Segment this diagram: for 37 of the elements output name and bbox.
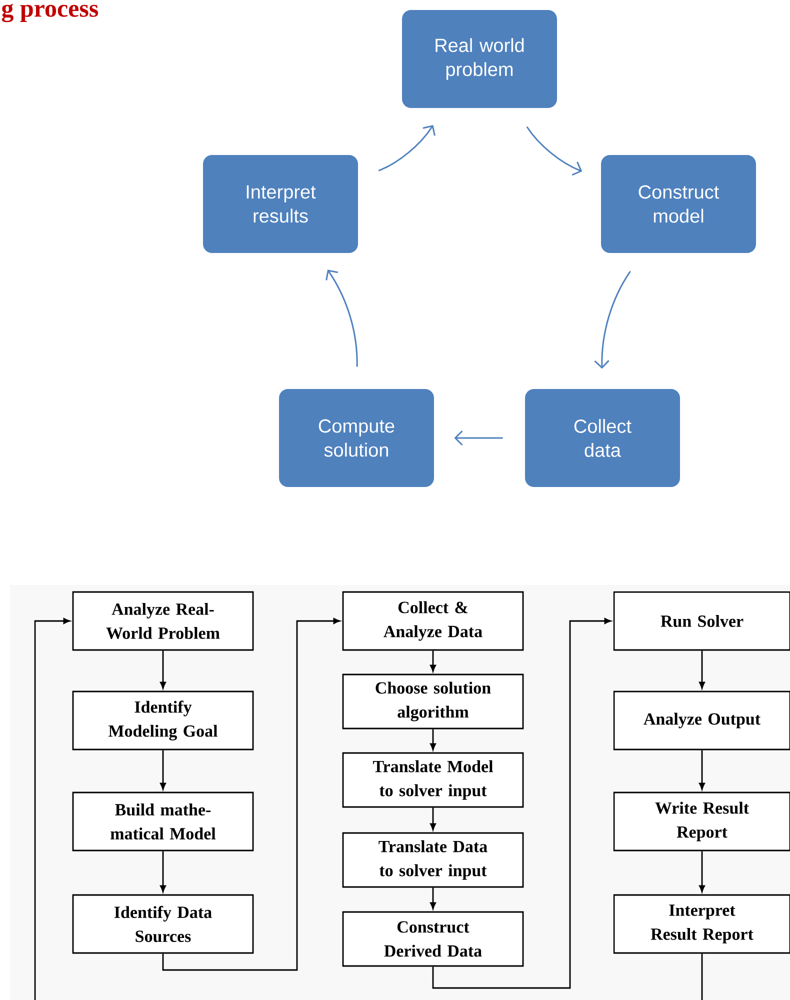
process-box: Write Result Report: [613, 792, 790, 852]
process-box: Run Solver: [613, 591, 790, 651]
arrow: [34, 618, 70, 1000]
arrow: [432, 618, 612, 989]
process-box: Analyze Real- World Problem: [72, 591, 254, 651]
arrow: [162, 618, 340, 971]
arrow: [430, 808, 436, 830]
process-box: Collect & Analyze Data: [342, 591, 524, 651]
arrow: [160, 650, 166, 689]
process-box: Construct model: [601, 155, 756, 253]
process-box: Identify Modeling Goal: [72, 690, 254, 750]
process-box: Interpret results: [203, 155, 358, 253]
arrow: [699, 750, 705, 790]
arrow: [526, 126, 582, 176]
arrow: [594, 270, 631, 369]
process-box: Translate Data to solver input: [342, 832, 524, 888]
arrow: [430, 888, 436, 910]
process-box: Analyze Output: [613, 690, 790, 750]
process-box: Build mathe- matical Model: [72, 792, 254, 852]
arrow: [454, 430, 503, 446]
process-box: Identify Data Sources: [72, 894, 254, 954]
title: g process: [2, 4, 98, 22]
arrow: [160, 851, 166, 892]
arrow: [430, 650, 436, 672]
process-box: Translate Model to solver input: [342, 752, 524, 808]
process-box: Construct Derived Data: [342, 911, 524, 967]
arrow: [699, 650, 705, 689]
process-box: Compute solution: [279, 389, 434, 487]
arrow: [699, 851, 705, 892]
process-box: Interpret Result Report: [613, 894, 790, 954]
process-box: Choose solution algorithm: [342, 674, 524, 730]
process-box: Collect data: [525, 389, 680, 487]
arrow: [378, 125, 436, 172]
arrow: [160, 750, 166, 790]
arrow: [326, 270, 358, 367]
process-box: Real world problem: [402, 10, 557, 108]
arrow: [430, 729, 436, 750]
